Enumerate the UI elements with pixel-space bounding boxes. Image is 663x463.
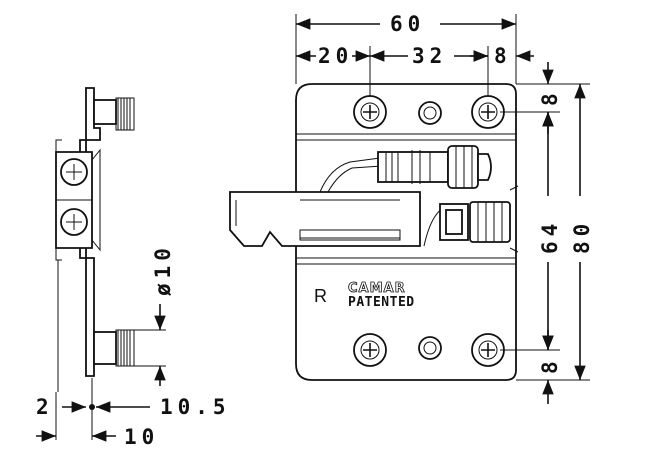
dim-side-thickness: 2 — [36, 395, 54, 419]
screw-bottom-right-icon — [471, 333, 505, 367]
dimension-overall-height: 80 — [570, 84, 594, 380]
dim-side-depth-b: 10 — [124, 425, 159, 449]
dim-overall-width: 60 — [390, 12, 425, 36]
dimension-inner-height: 64 — [538, 112, 562, 350]
screw-top-right-icon — [471, 95, 505, 129]
center-hole-bottom-icon — [418, 336, 442, 360]
dim-left-offset: 20 — [318, 44, 353, 68]
dim-overall-height: 80 — [570, 219, 594, 254]
dim-pin-diameter: ø10 — [151, 243, 175, 296]
side-screw-icon — [60, 158, 88, 236]
dim-inner-height: 64 — [538, 219, 562, 254]
patent-label: PATENTED — [348, 295, 415, 310]
dimension-side-depth-a: 2 10.5 — [36, 395, 231, 419]
dimension-pin-diameter: ø10 — [134, 243, 175, 386]
dimension-side-depth-b: 10 — [36, 425, 159, 449]
screw-top-left-icon — [353, 95, 387, 129]
dimension-hole-positions: 20 32 8 — [296, 44, 534, 68]
dimension-top-margin: 8 — [538, 62, 562, 134]
dim-right-offset: 8 — [494, 44, 512, 68]
adjuster-mechanism — [319, 145, 519, 253]
dimension-overall-width: 60 — [296, 12, 516, 36]
dim-side-depth-a: 10.5 — [160, 395, 231, 419]
screw-bottom-left-icon — [353, 333, 387, 367]
dimension-bottom-margin: 8 — [538, 330, 562, 404]
lower-pin — [93, 329, 135, 367]
front-view: R CAMAR PATENTED — [229, 83, 519, 381]
center-hole-top-icon — [418, 101, 442, 125]
upper-pin — [93, 97, 135, 131]
dim-bottom-margin: 8 — [538, 356, 562, 374]
dim-hole-spacing: 32 — [412, 44, 447, 68]
side-mark: R — [314, 286, 327, 306]
dim-top-margin: 8 — [538, 88, 562, 106]
side-view — [55, 87, 135, 440]
brand-logo-text: CAMAR — [348, 281, 406, 296]
